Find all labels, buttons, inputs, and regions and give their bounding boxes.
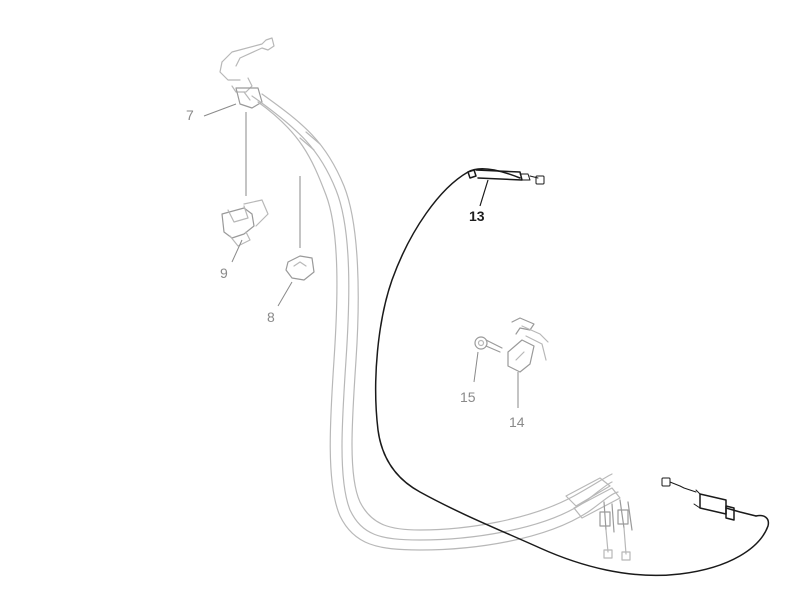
leader-line-7 xyxy=(203,103,237,117)
callout-9: 9 xyxy=(220,265,228,281)
leader-line-13 xyxy=(479,179,489,207)
clip-part-9 xyxy=(221,199,269,247)
callout-13: 13 xyxy=(469,208,485,224)
handlebar-throttle-cable-assembly xyxy=(219,37,633,561)
leader-line-8 xyxy=(277,281,293,307)
callout-15: 15 xyxy=(460,389,476,405)
bracket-part-14 xyxy=(507,317,549,373)
leader-line-15 xyxy=(473,351,479,383)
clip-part-8 xyxy=(285,255,315,281)
leader-line-9 xyxy=(231,239,243,263)
throttle-cable-part-13 xyxy=(374,167,770,577)
callout-14: 14 xyxy=(509,414,525,430)
callout-8: 8 xyxy=(267,309,275,325)
bolt-part-15 xyxy=(474,336,503,353)
callout-7: 7 xyxy=(186,107,194,123)
